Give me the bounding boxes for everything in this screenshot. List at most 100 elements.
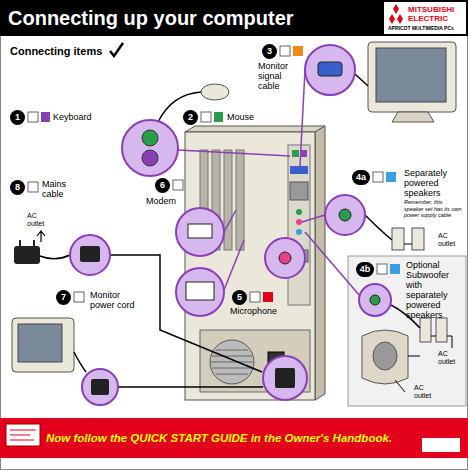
logo [389,14,395,24]
item-icon [263,292,273,302]
computer-tower [296,219,302,225]
subwoofer-panel [420,318,431,342]
callout-number: 3 [262,44,277,59]
check-box [373,172,383,182]
title-bar [0,0,468,36]
monitor-small [12,318,86,372]
footer-note: Now follow the QUICK START GUIDE in the … [46,431,392,445]
leader-lines [178,150,290,156]
logo [384,2,466,34]
cables [110,74,420,387]
monitor-small [74,352,86,372]
item-name: Mains cable [42,179,82,199]
check-box [377,264,387,274]
monitor-small [18,324,62,362]
cables [118,386,263,388]
magnifier [263,356,307,400]
item-icon [41,112,50,122]
checklist-heading: Connecting items [10,45,102,58]
item-name: Keyboard [53,112,92,122]
subwoofer-panel [436,318,447,342]
item-name: Optional Subwoofer with separately power… [406,260,464,320]
monitor [376,48,446,102]
speakers [404,244,412,245]
monitor [392,112,434,122]
leader-lines [302,215,325,222]
computer-tower [290,166,308,174]
item-name: Monitor signal cable [258,61,302,91]
logo [397,14,403,24]
logo [393,4,399,14]
mains-plug [14,246,40,264]
callout-number: 4b [356,262,374,277]
callout-number: 4a [352,170,370,185]
item-name: Monitor power cord [90,290,144,310]
callout-number: 8 [10,180,25,195]
cables [355,74,368,86]
magnified-connector [339,209,351,221]
subwoofer-panel [348,256,466,406]
computer-tower [296,209,302,215]
outlet-label: AC outlet [414,384,441,400]
item-icon [386,172,396,182]
computer-tower [292,150,299,157]
footer-bar [422,438,460,452]
cables [365,215,392,240]
computer-tower [296,229,302,235]
item-name: Modem [146,196,176,206]
check-box [28,46,387,302]
magnified-connector [142,150,158,166]
computer-tower [315,126,325,400]
leader-lines [300,70,305,166]
magnifier [176,208,224,256]
magnifier [359,284,391,316]
footer-bar [0,418,468,458]
speakers [392,228,404,250]
mains-plug [37,231,45,242]
magnified-connector [188,224,212,238]
magnified-connector [279,252,291,264]
magnifier [265,238,305,278]
monitor-small [12,318,74,372]
magnifier [70,45,391,405]
computer-tower [210,340,254,384]
computer-tower [290,182,308,200]
magnified-connector [318,62,342,76]
item-name: Mouse [227,112,254,122]
item-name: Microphone [230,306,277,316]
magnifier [82,369,118,405]
brand-line: APRICOT MULTIMEDIA PCs [388,25,454,31]
computer-tower [288,145,310,305]
callout-number: 1 [10,110,25,125]
check-box [74,292,84,302]
magnified-connector [80,246,100,262]
magnifier [176,268,224,316]
check-box [280,46,290,56]
leader-lines [178,70,360,296]
monitor [368,42,456,122]
item-icon [214,112,223,122]
check-mark [110,43,123,56]
callout-number: 5 [232,290,247,305]
check-mark [110,43,123,56]
item-name: Separately powered speakers [404,168,464,198]
mouse [201,84,229,100]
check-box [201,112,211,122]
item-icon [390,264,400,274]
subwoofer-panel [362,330,408,384]
magnified-connector [186,282,214,300]
check-box [250,292,260,302]
item-icon [293,46,303,56]
callout-number: 7 [56,290,71,305]
outlet-label: AC outlet [27,212,55,228]
magnifier [305,45,355,95]
speakers [392,228,424,250]
subwoofer-panel [348,256,466,406]
magnifier [325,195,365,235]
check-box [28,112,38,122]
magnified-connector [370,295,380,305]
magnified-connector [142,130,158,146]
computer-tower [185,132,315,400]
